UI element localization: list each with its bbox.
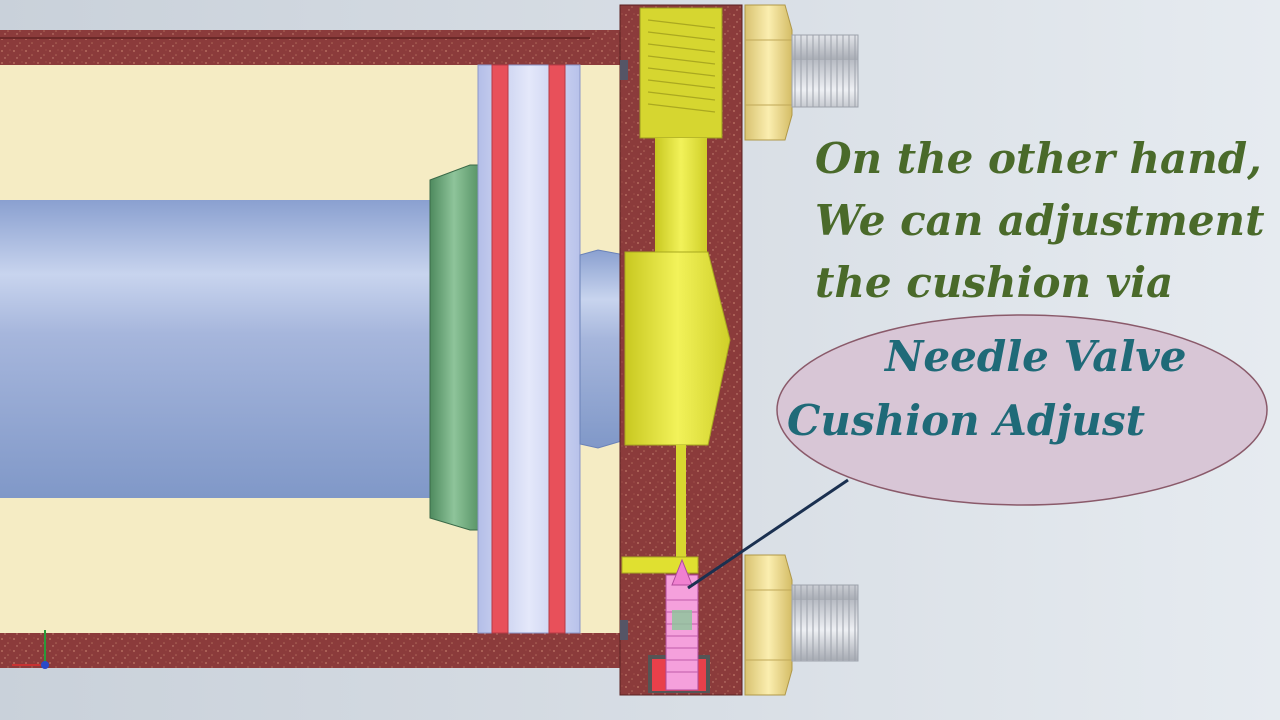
callout-pointer bbox=[687, 478, 849, 590]
piston-ring-left bbox=[491, 64, 509, 634]
needle-valve-tip bbox=[671, 558, 693, 586]
callout-subtitle: Cushion Adjust bbox=[787, 396, 1146, 445]
barrel-bottom-wall bbox=[0, 633, 628, 668]
cushion-spear bbox=[579, 249, 626, 449]
needle-valve-body bbox=[665, 574, 699, 691]
upper-bolt bbox=[744, 4, 859, 141]
lower-bolt bbox=[744, 554, 859, 696]
caption-line-3: the cushion via bbox=[815, 258, 1174, 307]
piston-rod bbox=[0, 200, 430, 498]
caption-line-2: We can adjustment bbox=[815, 196, 1265, 245]
upper-port-thread bbox=[639, 7, 723, 139]
callout-title: Needle Valve bbox=[885, 332, 1187, 381]
caption: On the other hand, We can adjustment the… bbox=[815, 128, 1275, 314]
needle-passage bbox=[676, 445, 686, 560]
flow-passage bbox=[655, 138, 707, 253]
callout-bubble bbox=[776, 314, 1268, 506]
rod-seal bbox=[429, 164, 479, 531]
cushion-chamber bbox=[624, 251, 731, 446]
axis-triad-icon bbox=[12, 630, 49, 669]
piston-ring-right bbox=[548, 64, 566, 634]
barrel-top-wall bbox=[0, 30, 628, 65]
caption-line-1: On the other hand, bbox=[815, 134, 1262, 183]
